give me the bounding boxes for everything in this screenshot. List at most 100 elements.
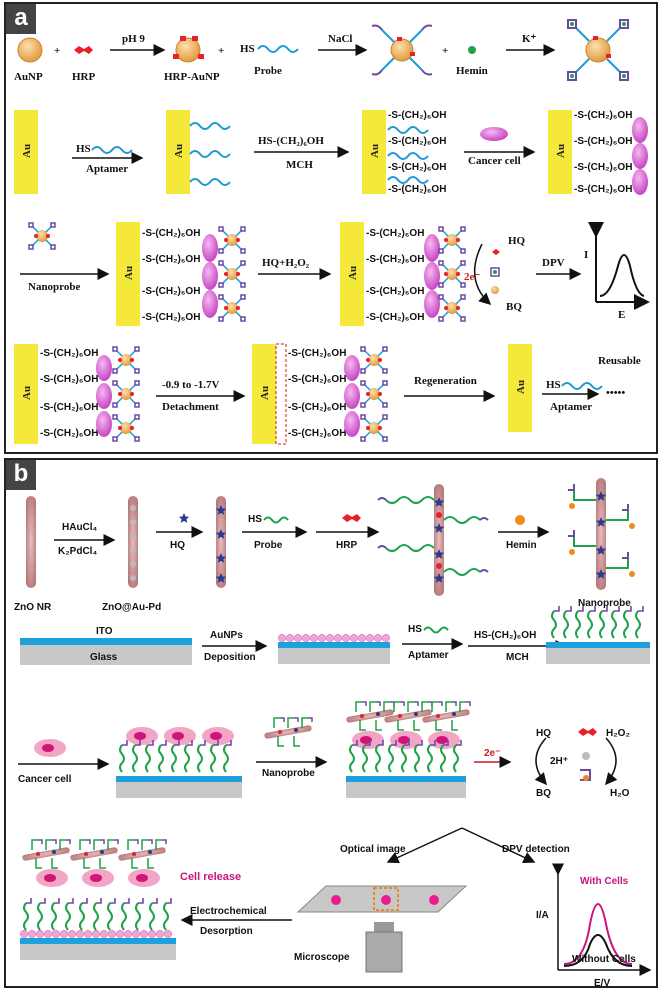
with-cells-label: With Cells <box>580 876 629 887</box>
bq-label: BQ <box>536 788 551 799</box>
h2o-label: H₂O <box>610 788 630 799</box>
aptamer-electrode <box>546 606 650 664</box>
chain-label: -S-(CH₂)₆OH <box>40 374 98 385</box>
haucl4-label: HAuCl₄ <box>62 522 98 533</box>
chain-label: -S-(CH₂)₆OH <box>574 136 632 147</box>
row1-hemin: Hemin <box>456 46 488 77</box>
chain-label: -S-(CH₂)₆OH <box>288 428 346 439</box>
chain-label: -S-(CH₂)₆OH <box>142 312 200 323</box>
nanoprobe-rod: Nanoprobe <box>568 478 635 609</box>
detachment-label: Detachment <box>162 401 219 413</box>
plus-sign: + <box>54 45 60 57</box>
ellipsis-dots: ••••• <box>606 387 625 399</box>
au-label: Au <box>369 144 381 158</box>
zno-aupd-rod: ZnO@Au-Pd <box>102 496 161 613</box>
row3-nanoprobe <box>28 222 56 250</box>
zno-nr-label: ZnO NR <box>14 602 52 613</box>
ito-glass-electrode: ITO Glass <box>20 626 192 665</box>
row1-nanoprobe <box>567 19 629 81</box>
aptamer-label: Aptamer <box>408 650 449 661</box>
au-label: Au <box>123 266 135 280</box>
bq-label: BQ <box>506 301 522 313</box>
chain-label: -S-(CH₂)₆OH <box>366 254 424 265</box>
row1-aunp: AuNP <box>14 37 43 83</box>
row1-hrp-aunp: HRP-AuNP <box>164 36 220 83</box>
zno-aupd-label: ZnO@Au-Pd <box>102 602 161 613</box>
nanoprobe-label: Nanoprobe <box>262 768 315 779</box>
hrp-label: HRP <box>72 71 96 83</box>
ito-label: ITO <box>96 626 113 637</box>
hs-label: HS <box>546 379 561 391</box>
row1-probe: HS Probe <box>240 43 299 77</box>
ev-axis-label: E/V <box>594 978 610 986</box>
ph-label: pH 9 <box>122 33 145 45</box>
aptamer-label: Aptamer <box>550 401 592 413</box>
au-label: Au <box>347 266 359 280</box>
cancer-cell: Cancer cell <box>18 739 72 785</box>
i-axis-label: I <box>584 249 588 261</box>
hemin-label: Hemin <box>506 540 537 551</box>
optical-image-label: Optical image <box>340 844 406 855</box>
desorption-label: Desorption <box>200 926 253 937</box>
glass-label: Glass <box>90 652 118 663</box>
zno-nanorod: ZnO NR <box>14 496 52 613</box>
chain-label: -S-(CH₂)₆OH <box>574 110 632 121</box>
nanoprobe-label: Nanoprobe <box>28 281 80 293</box>
two-electron-label: 2e⁻ <box>484 748 500 759</box>
chain-label: -S-(CH₂)₆OH <box>40 402 98 413</box>
regeneration-label: Regeneration <box>414 375 477 387</box>
chain-label: -S-(CH₂)₆OH <box>288 402 346 413</box>
probe-label: Probe <box>254 65 282 77</box>
hq-h2o2-label: HQ+H₂O₂ <box>262 257 310 269</box>
fork-arrows: Optical image DPV detection <box>340 827 570 864</box>
row3-au-electrode-1: Au -S-(CH₂)₆OH -S-(CH₂)₆OH -S-(CH₂)₆OH -… <box>116 222 246 326</box>
two-h-label: 2H⁺ <box>550 756 568 767</box>
row2-au-electrode-1: Au <box>14 110 38 194</box>
dpv-plot-b: I/A E/V With Cells Without Cells <box>536 863 652 986</box>
chain-label: -S-(CH₂)₆OH <box>142 286 200 297</box>
h2o2-label: H₂O₂ <box>606 728 630 739</box>
hs-ch2oh-label: HS-(CH₂)₆OH <box>474 630 536 641</box>
chain-label: -S-(CH₂)₆OH <box>366 286 424 297</box>
chain-label: -S-(CH₂)₆OH <box>388 136 446 147</box>
redox-cycle-b: HQ BQ 2H⁺ H₂O₂ H₂O <box>534 728 630 799</box>
au-label: Au <box>21 144 33 158</box>
chain-label: -S-(CH₂)₆OH <box>388 184 446 195</box>
au-label: Au <box>555 144 567 158</box>
hrp-aunp-label: HRP-AuNP <box>164 71 220 83</box>
probe-hrp-rod <box>377 484 489 596</box>
ia-axis-label: I/A <box>536 910 549 921</box>
chain-label: -S-(CH₂)₆OH <box>574 162 632 173</box>
hq-label: HQ <box>536 728 551 739</box>
panel-a-label: a <box>6 4 36 34</box>
chain-label: -S-(CH₂)₆OH <box>142 254 200 265</box>
hs-ch2oh-label: HS-(CH₂)₆OH <box>258 135 324 147</box>
au-label: Au <box>515 380 527 394</box>
nacl-label: NaCl <box>328 33 352 45</box>
hq-loaded-rod <box>215 496 227 588</box>
aunp-label: AuNP <box>14 71 43 83</box>
row4-au-electrode-2: Au -S-(CH₂)₆OH -S-(CH₂)₆OH -S-(CH₂)₆OH -… <box>252 343 388 445</box>
hs-label: HS <box>408 624 422 635</box>
microscope-setup: Microscope <box>294 885 468 973</box>
mch-label: MCH <box>506 652 529 663</box>
cancer-cell-label: Cancer cell <box>18 774 72 785</box>
microscope-label: Microscope <box>294 952 350 963</box>
cell-release-label: Cell release <box>180 871 241 883</box>
chain-label: -S-(CH₂)₆OH <box>388 162 446 173</box>
panel-b-diagram: ZnO NR HAuCl₄ K₂PdCl₄ ZnO@Au-Pd HQ HS Pr… <box>14 478 652 986</box>
chain-label: -S-(CH₂)₆OH <box>288 348 346 359</box>
aunps-label: AuNPs <box>210 630 243 641</box>
panel-b-label: b <box>6 460 36 490</box>
mch-label: MCH <box>286 159 313 171</box>
hs-label: HS <box>248 514 262 525</box>
without-cells-label: Without Cells <box>572 954 636 965</box>
hq-label: HQ <box>170 540 185 551</box>
panel-b: b ZnO N <box>4 458 658 988</box>
row1-hrp: HRP <box>72 46 96 83</box>
hrp-label: HRP <box>336 540 357 551</box>
cell-captured-electrode <box>116 727 242 798</box>
chain-label: -S-(CH₂)₆OH <box>366 228 424 239</box>
aunp-electrode <box>278 634 390 664</box>
hrp-icon <box>342 514 361 522</box>
